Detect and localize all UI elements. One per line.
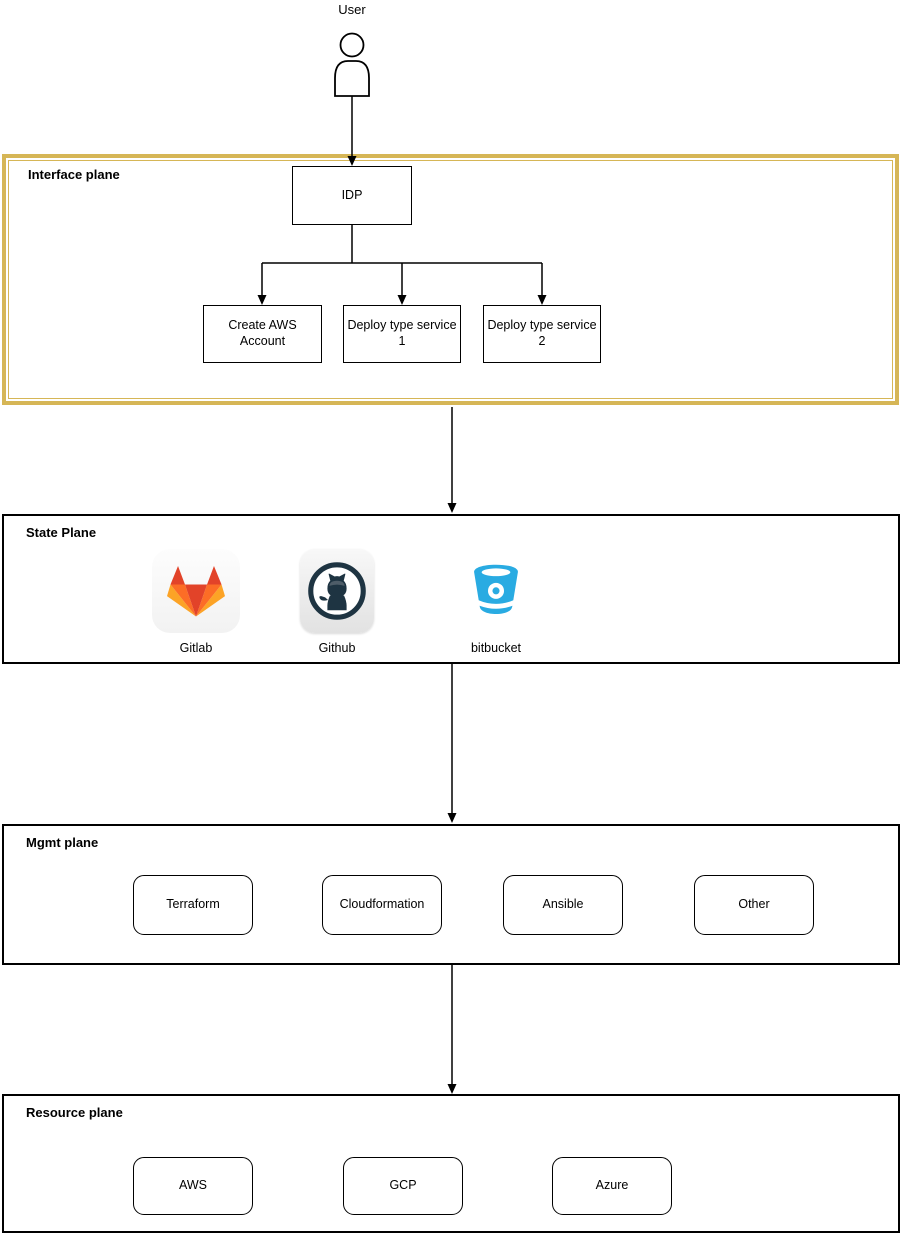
create-aws-account-node[interactable]: Create AWS Account [203,305,322,363]
state-plane[interactable]: State Plane [2,514,900,664]
other-node[interactable]: Other [694,875,814,935]
arrow-state-to-mgmt [447,664,457,823]
terraform-label: Terraform [166,897,220,912]
bitbucket-label: bitbucket [470,641,522,655]
azure-node[interactable]: Azure [552,1157,672,1215]
github-tile[interactable] [300,549,374,633]
deploy-type-service-1-label: Deploy type service 1 [347,318,457,348]
gitlab-icon [167,565,225,616]
gitlab-tile[interactable] [152,549,240,633]
deploy-type-service-1-node[interactable]: Deploy type service 1 [343,305,461,363]
user-actor-icon[interactable] [330,30,374,98]
arrow-interface-to-state [447,407,457,513]
other-label: Other [738,897,770,912]
gcp-label: GCP [389,1178,417,1193]
azure-label: Azure [595,1178,629,1193]
gitlab-label: Gitlab [179,641,213,655]
deploy-type-service-2-node[interactable]: Deploy type service 2 [483,305,601,363]
idp-node[interactable]: IDP [292,166,412,225]
gcp-node[interactable]: GCP [343,1157,463,1215]
terraform-node[interactable]: Terraform [133,875,253,935]
idp-node-label: IDP [341,187,363,202]
user-label: User [338,2,366,17]
create-aws-account-label: Create AWS Account [228,318,297,348]
aws-node[interactable]: AWS [133,1157,253,1215]
interface-plane-label: Interface plane [28,167,120,182]
cloudformation-label: Cloudformation [339,897,425,912]
ansible-label: Ansible [542,897,584,912]
bitbucket-tile[interactable] [468,562,524,618]
arrow-mgmt-to-resource [447,965,457,1094]
github-label: Github [318,641,356,655]
mgmt-plane-label: Mgmt plane [26,835,99,850]
resource-plane-label: Resource plane [26,1105,123,1120]
interface-plane[interactable]: Interface plane [2,154,899,405]
aws-label: AWS [178,1178,207,1193]
ansible-node[interactable]: Ansible [503,875,623,935]
state-plane-label: State Plane [26,525,97,540]
cloudformation-node[interactable]: Cloudformation [322,875,442,935]
deploy-type-service-2-label: Deploy type service 2 [487,318,597,348]
bitbucket-icon [474,564,518,615]
github-icon [308,562,366,620]
